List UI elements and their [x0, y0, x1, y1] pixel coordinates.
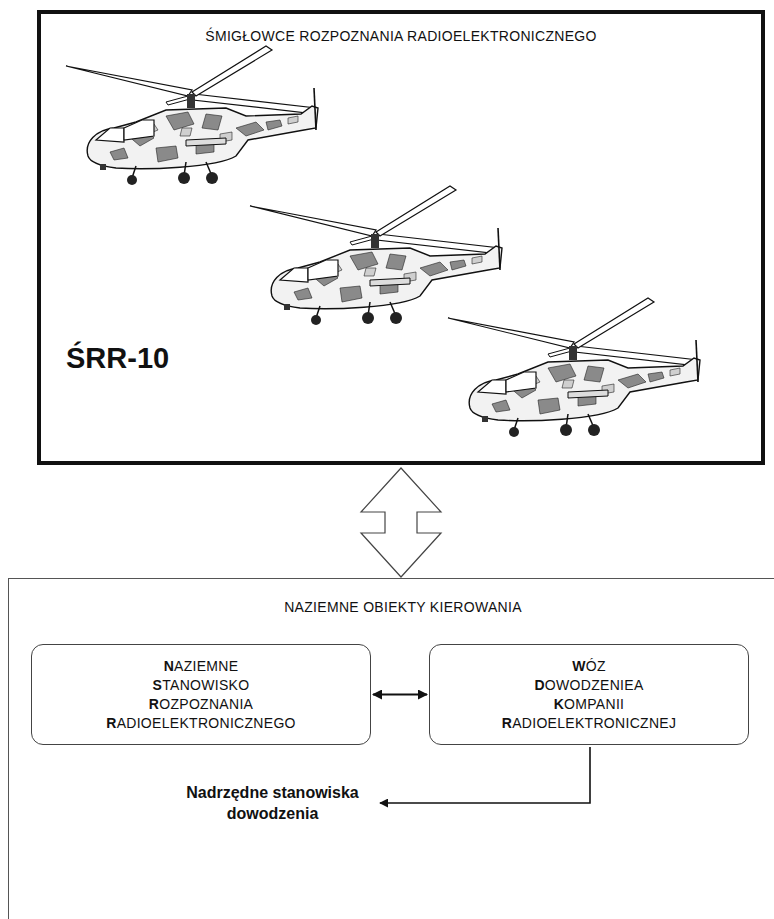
box-label: WÓZ DOWODZENIEA KOMPANII RADIOELEKTRONIC…: [502, 657, 677, 733]
helicopter-group-box: ŚMIGŁOWCE ROZPOZNANIA RADIOELEKTRONICZNE…: [37, 10, 765, 465]
box-label: NAZIEMNE STANOWISKO ROZPOZNANIA RADIOELE…: [106, 657, 296, 733]
group-title: NAZIEMNE OBIEKTY KIEROWANIA: [9, 599, 774, 615]
ground-group-box: NAZIEMNE OBIEKTY KIEROWANIA NAZIEMNE STAN…: [8, 578, 774, 919]
designation: ŚRR-10: [66, 342, 169, 375]
vehicle-box: WÓZ DOWODZENIEA KOMPANII RADIOELEKTRONIC…: [429, 644, 749, 745]
connector: [373, 694, 427, 696]
destination-label: Nadrzędne stanowiska dowodzenia: [175, 782, 370, 824]
group-title: ŚMIGŁOWCE ROZPOZNANIA RADIOELEKTRONICZNE…: [41, 28, 761, 44]
connector: [361, 468, 441, 577]
station-box: NAZIEMNE STANOWISKO ROZPOZNANIA RADIOELE…: [31, 644, 371, 745]
